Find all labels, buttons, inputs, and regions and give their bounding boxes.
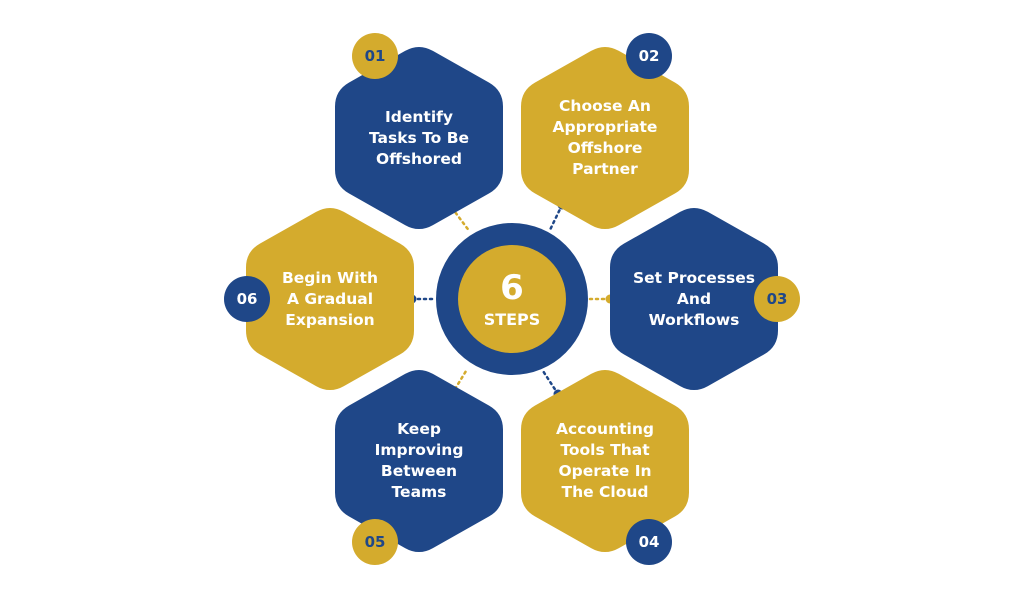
hexagons xyxy=(246,46,778,553)
step-5-label: Keep Improving Between Teams xyxy=(374,420,464,501)
badge-step-5 xyxy=(352,519,398,565)
step-3-label: Set Processes And Workflows xyxy=(632,268,756,329)
badge-step-6 xyxy=(224,276,270,322)
hub-inner-circle xyxy=(458,245,566,353)
hexagon-step-6 xyxy=(246,207,414,391)
step-6-number: 06 xyxy=(236,290,258,308)
badge-step-2 xyxy=(626,33,672,79)
step-5-number: 05 xyxy=(364,533,386,551)
step-4-label: Accounting Tools That Operate In The Clo… xyxy=(556,420,654,501)
connector-4 xyxy=(541,369,560,396)
hexagon-step-4 xyxy=(521,369,689,553)
connector-2 xyxy=(547,203,564,234)
step-1-label: Identify Tasks To Be Offshored xyxy=(368,107,470,168)
step-4-number: 04 xyxy=(638,533,660,551)
badge-step-4 xyxy=(626,519,672,565)
hexagon-step-5 xyxy=(335,369,503,553)
hexagon-step-3 xyxy=(610,207,778,391)
badge-step-3 xyxy=(754,276,800,322)
badges xyxy=(224,33,800,565)
badge-step-1 xyxy=(352,33,398,79)
step-1-number: 01 xyxy=(364,47,386,65)
step-2-label: Choose An Appropriate Offshore Partner xyxy=(552,97,658,178)
step-3-number: 03 xyxy=(766,290,788,308)
hexagon-step-2 xyxy=(521,46,689,230)
center-hub xyxy=(436,223,588,375)
step-6-label: Begin With A Gradual Expansion xyxy=(281,268,379,329)
step-2-number: 02 xyxy=(638,47,660,65)
connector-5 xyxy=(450,369,468,396)
center-number: 6 xyxy=(500,268,524,308)
center-label: STEPS xyxy=(483,310,541,329)
hexagon-step-1 xyxy=(335,46,503,230)
